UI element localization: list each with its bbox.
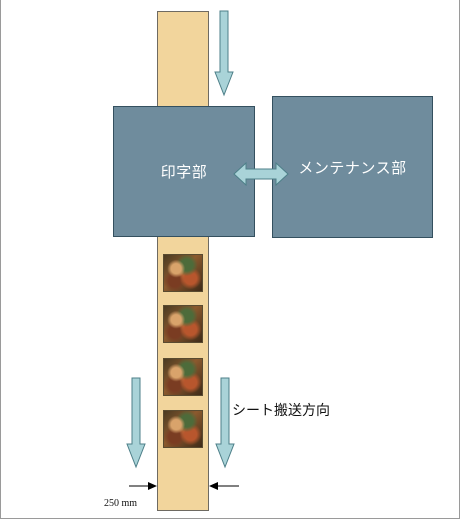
printed-image — [163, 410, 203, 448]
maintenance-unit-box: メンテナンス部 — [272, 96, 433, 238]
arrow-down-icon — [126, 377, 146, 469]
printed-image — [163, 305, 203, 343]
print-unit-label: 印字部 — [160, 164, 208, 181]
width-dimension-right-arrow — [209, 482, 239, 490]
printed-image — [163, 254, 203, 292]
arrow-down-icon — [214, 10, 234, 97]
printed-image — [163, 358, 203, 396]
print-unit-box: 印字部 — [113, 106, 255, 237]
width-dimension-left-arrow — [129, 482, 157, 490]
transport-direction-label: シート搬送方向 — [232, 402, 330, 418]
sheet-width-label: 250 mm — [104, 498, 138, 509]
maintenance-unit-label: メンテナンス部 — [298, 159, 407, 177]
arrow-down-icon — [215, 377, 235, 469]
arrow-bidirectional-icon — [233, 161, 289, 187]
